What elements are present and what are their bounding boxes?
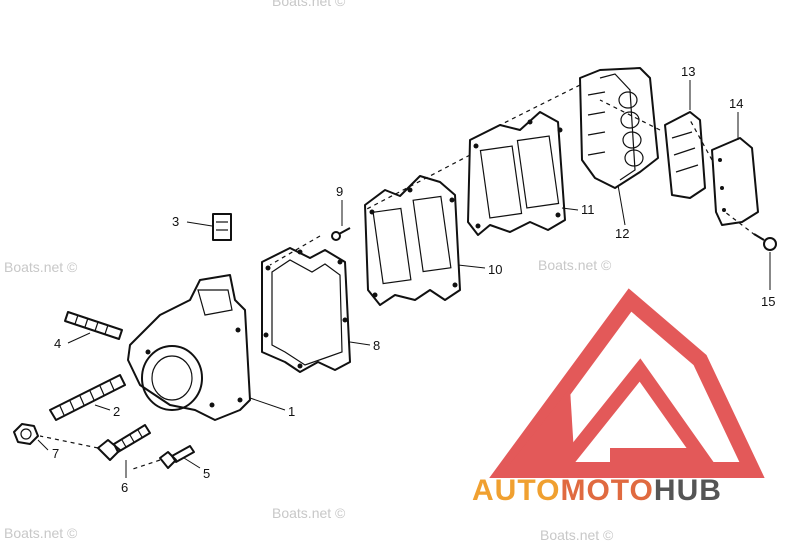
part-5-bolt [159, 445, 195, 469]
callout-2: 2 [113, 404, 120, 419]
leader-lines [37, 80, 771, 478]
callout-6: 6 [121, 480, 128, 495]
watermark-bottom-left: Boats.net © [4, 525, 78, 541]
assembly-lines [39, 84, 756, 471]
brand-hub: HUB [654, 474, 722, 507]
callout-12: 12 [615, 226, 629, 241]
part-13-reed [664, 111, 706, 199]
part-10-gasket [364, 175, 461, 306]
callout-13: 13 [681, 64, 695, 79]
callout-14: 14 [729, 96, 743, 111]
watermark-top: Boats.net © [272, 0, 346, 9]
part-14-stop [711, 137, 759, 226]
callouts: 1 2 3 4 5 6 7 8 9 10 11 12 13 14 15 [52, 64, 775, 495]
svg-text:AUTOMOTOHUB: AUTOMOTOHUB [472, 474, 722, 507]
callout-11: 11 [581, 202, 595, 217]
callout-3: 3 [172, 214, 179, 229]
part-7-nut [13, 423, 39, 445]
callout-4: 4 [54, 336, 61, 351]
part-6-bolt [97, 424, 151, 461]
logo-mark [489, 288, 765, 478]
callout-1: 1 [288, 404, 295, 419]
callout-7: 7 [52, 446, 59, 461]
part-4-rod [64, 311, 123, 340]
callout-15: 15 [761, 294, 775, 309]
part-2-stud [49, 374, 126, 421]
callout-9: 9 [336, 184, 343, 199]
callout-10: 10 [488, 262, 502, 277]
brand-moto: MOTO [560, 474, 653, 507]
part-12-reed-cage [579, 67, 659, 189]
brand-auto: AUTO [472, 474, 560, 507]
part-11-gasket [467, 111, 566, 236]
part-8-gasket [261, 247, 351, 373]
watermarks: Boats.net © Boats.net © Boats.net © Boat… [4, 0, 614, 543]
brand-logo: AUTOMOTOHUB [472, 474, 722, 507]
part-3-clip [212, 213, 232, 241]
watermark-bottom-mid: Boats.net © [272, 505, 346, 521]
watermark-bottom-right: Boats.net © [540, 527, 614, 543]
watermark-left: Boats.net © [4, 259, 78, 275]
part-15-screw [753, 233, 777, 251]
part-1-housing [127, 274, 251, 421]
watermark-center: Boats.net © [538, 257, 612, 273]
part-9-screw [331, 227, 351, 241]
callout-8: 8 [373, 338, 380, 353]
callout-5: 5 [203, 466, 210, 481]
